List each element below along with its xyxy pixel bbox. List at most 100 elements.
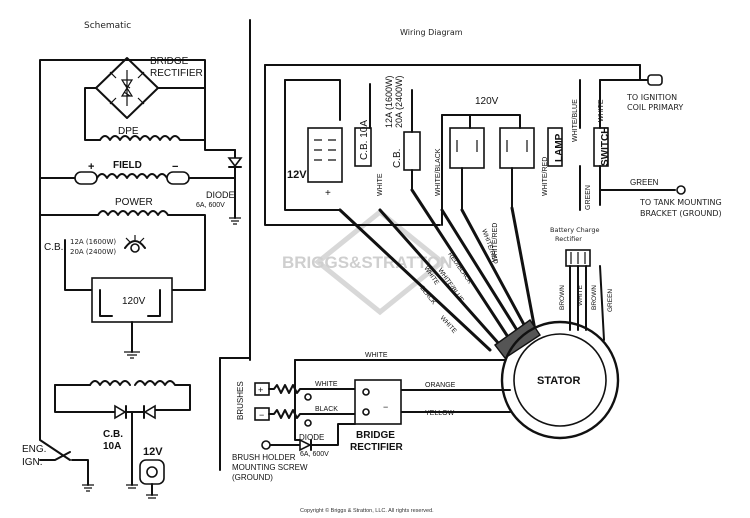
wiring: 12V + C.B. 10A WHITE 12A (1600W) 20A (24…: [232, 64, 722, 482]
schematic: BRIDGE RECTIFIER DPE FIELD + − DIODE 6A,…: [22, 56, 243, 499]
schematic-diode-symbol: [227, 157, 243, 168]
field-coil: [96, 173, 168, 179]
stator-inner: [513, 333, 607, 427]
battery-charge-label-1: Battery Charge: [550, 226, 599, 234]
ignition-switch: [39, 451, 71, 461]
wiring-lamp-white-blue-label: WHITE/BLUE: [572, 99, 579, 142]
ignition-connector: [647, 74, 663, 86]
brush-holder-ground-terminal: [261, 440, 271, 450]
brush-white-label: WHITE: [315, 381, 338, 388]
brush-holder-label-2: MOUNTING SCREW: [232, 463, 308, 472]
wiring-cb10a-body: [354, 127, 372, 167]
watermark-text: BRIGGS&STRATTON: [282, 253, 452, 272]
schematic-diode-rating: 6A, 600V: [196, 202, 225, 209]
brush-black-label: BLACK: [315, 406, 338, 413]
wiring-12v-receptacle: [307, 127, 343, 183]
schematic-cb-rating-2: 20A (2400W): [70, 248, 116, 256]
harness-wire-1: [378, 208, 502, 347]
12v-ground-symbol: [146, 494, 158, 499]
brc-white-label: WHITE: [577, 284, 584, 306]
wiring-120v-outlet-right: [499, 127, 535, 169]
battery-charge-label-2: Rectifier: [555, 235, 582, 243]
harness-wire-2: [410, 188, 512, 342]
charge-diode-left: [114, 404, 127, 420]
eng-ign-label-2: IGN.: [22, 457, 43, 468]
wiring-diode-symbol: [299, 438, 312, 452]
brushes-label: BRUSHES: [236, 381, 245, 420]
wiring-12v-white-label: WHITE: [377, 173, 384, 196]
brush-holder-label-1: BRUSH HOLDER: [232, 453, 296, 462]
to-tank-label-1: TO TANK MOUNTING: [639, 198, 722, 207]
panel-outline-left: [264, 64, 441, 226]
brc-brown-label-2: BROWN: [591, 285, 598, 310]
wiring-bridge-label-2: RECTIFIER: [350, 442, 404, 453]
wiring-diode-label: DIODE: [299, 433, 324, 442]
harness-wire-5: [510, 206, 537, 332]
brc-green-label: GREEN: [607, 289, 614, 312]
brc-brown-label-1: BROWN: [559, 285, 566, 310]
charge-diode-right: [143, 404, 156, 420]
field-label: FIELD: [113, 160, 142, 171]
ignition-ground-symbol: [82, 484, 94, 492]
copyright-notice: Copyright © Briggs & Stratton, LLC. All …: [300, 507, 434, 514]
schematic-120v-label: 120V: [122, 296, 146, 307]
cb-wire: [64, 239, 93, 291]
power-right-wire: [167, 214, 206, 291]
wiring-cb-main-label: C.B.: [392, 149, 403, 168]
stator-yellow-label: YELLOW: [425, 410, 455, 417]
stator-orange-label: ORANGE: [425, 382, 456, 389]
wiring-lamp-body: [547, 127, 563, 167]
bridge-left-wire: [84, 87, 101, 141]
dpe-label: DPE: [118, 126, 139, 137]
schematic-120v-outlet: [91, 277, 173, 323]
schematic-12v-label: 12V: [143, 446, 163, 458]
wiring-cb-main-rating-2: 20A (2400W): [394, 75, 404, 128]
to-ignition-label-2: COIL PRIMARY: [627, 103, 683, 112]
field-right-wire: [188, 149, 236, 179]
brush-positive-sign: +: [258, 385, 263, 395]
wiring-diagram-heading: Wiring Diagram: [400, 28, 463, 37]
brush-holder-label-3: (GROUND): [232, 473, 273, 482]
power-label: POWER: [115, 197, 153, 208]
dpe-coil: [99, 135, 186, 141]
wiring-white-red-label: WHITE/RED: [492, 223, 499, 262]
cb-contact: [130, 243, 140, 253]
bridge-ac-sign: −: [383, 402, 388, 412]
wiring-switch-green-label: GREEN: [585, 185, 592, 210]
field-brush-left: [74, 171, 98, 185]
brush-negative-sign: −: [259, 410, 264, 420]
wiring-120v-label: 120V: [475, 96, 499, 107]
wiring-120v-outlet-left: [449, 127, 485, 169]
wiring-bridge-label-1: BRIDGE: [356, 430, 395, 441]
schematic-cb-label: C.B.: [44, 242, 63, 253]
dpe-to-diode-wire: [204, 139, 236, 151]
harness-wire-4: [460, 208, 530, 334]
field-brush-right: [166, 171, 190, 185]
charge-coil-right: [134, 380, 191, 411]
wiring-bridge-rectifier: [354, 379, 402, 425]
schematic-cb10a-label-1: C.B.: [103, 429, 123, 440]
harness-black-label: BLACK: [418, 285, 437, 307]
outlet-ground-symbol: [124, 351, 140, 359]
schematic-cb-rating-1: 12A (1600W): [70, 238, 116, 246]
wiring-switch-white-label: WHITE: [598, 99, 605, 122]
tank-ground-terminal: [676, 185, 686, 195]
wiring-lamp-white-red-label: WHITE/RED: [542, 157, 549, 196]
stator-label: STATOR: [537, 375, 580, 387]
schematic-diode-label: DIODE: [206, 190, 235, 200]
wiring-12v-plus: +: [325, 188, 331, 199]
bridge-rectifier-label-1: BRIDGE: [150, 56, 189, 67]
wiring-12v-label: 12V: [287, 169, 307, 181]
power-coil: [97, 210, 169, 216]
left-bus-wire: [39, 149, 71, 461]
wiring-cb-main-rating-1: 12A (1600W): [384, 75, 394, 128]
ground-green-label: GREEN: [630, 178, 659, 187]
wiring-lamp-label: LAMP: [554, 133, 565, 162]
wiring-white-black-label: WHITE/BLACK: [435, 148, 442, 196]
bridge-rectifier-label-2: RECTIFIER: [150, 68, 203, 79]
diode-ground-symbol: [229, 217, 241, 225]
schematic-heading: Schematic: [84, 21, 131, 31]
to-ignition-label-1: TO IGNITION: [626, 93, 677, 102]
bridge-right-wire: [157, 87, 206, 141]
